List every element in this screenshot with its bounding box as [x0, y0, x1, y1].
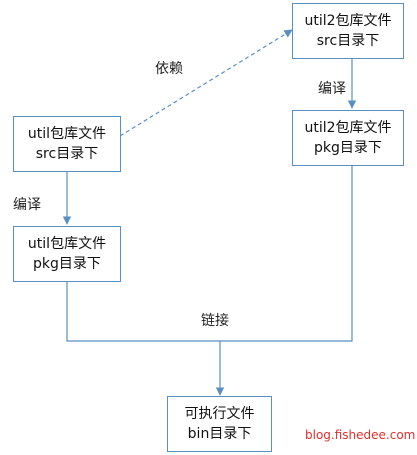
link-line-left [66, 282, 220, 342]
node-util-pkg: util包库文件 pkg目录下 [13, 226, 121, 282]
compile-label-left: 编译 [13, 197, 41, 213]
depends-arrow [119, 29, 293, 137]
node-binary: 可执行文件 bin目录下 [167, 396, 272, 452]
watermark-text: blog.fishedee.com [305, 428, 416, 442]
node-util2-src: util2包库文件 src目录下 [292, 3, 404, 59]
node-util2-src-line2: src目录下 [316, 33, 380, 49]
node-util-src: util包库文件 src目录下 [13, 116, 121, 172]
node-util2-pkg: util2包库文件 pkg目录下 [292, 110, 404, 166]
node-util-pkg-line2: pkg目录下 [33, 256, 101, 272]
link-line-right [220, 166, 353, 342]
node-util2-pkg-line1: util2包库文件 [304, 120, 392, 136]
node-util-src-line1: util包库文件 [27, 126, 107, 142]
node-util-pkg-line1: util包库文件 [27, 236, 107, 252]
node-util2-pkg-line2: pkg目录下 [314, 140, 382, 156]
node-util-src-line2: src目录下 [35, 146, 99, 162]
link-label: 链接 [201, 313, 229, 329]
node-util2-src-line1: util2包库文件 [304, 13, 392, 29]
depends-label: 依赖 [155, 61, 183, 77]
node-binary-line2: bin目录下 [187, 426, 252, 442]
node-binary-line1: 可执行文件 [184, 406, 255, 422]
compile-label-right: 编译 [318, 81, 346, 97]
